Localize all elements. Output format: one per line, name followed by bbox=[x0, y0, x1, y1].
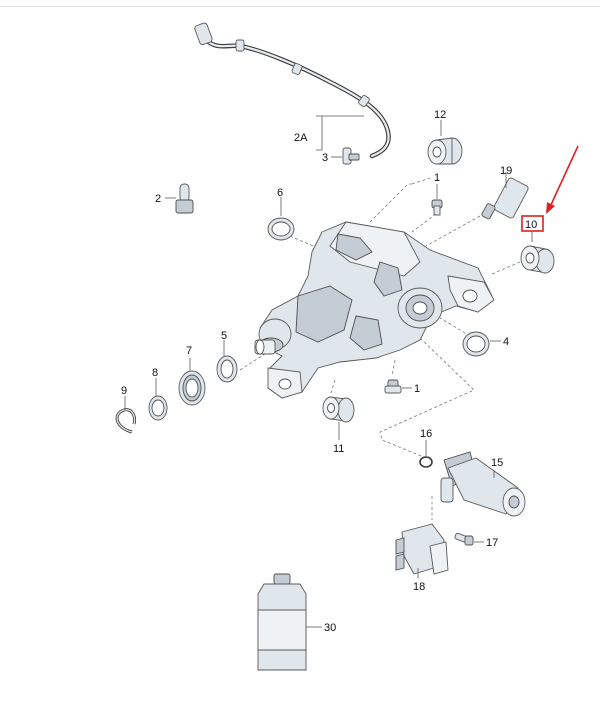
callout-1-upper: 1 bbox=[434, 172, 440, 184]
callout-6: 6 bbox=[277, 187, 283, 199]
callout-4: 4 bbox=[503, 336, 509, 348]
part-10-callout-highlight: 10 bbox=[521, 145, 579, 242]
callout-30: 30 bbox=[324, 622, 336, 634]
callout-12: 12 bbox=[434, 109, 446, 121]
part-10-bushing bbox=[520, 245, 555, 274]
callout-17: 17 bbox=[486, 537, 498, 549]
part-2-vent-valve: 2 bbox=[155, 183, 194, 214]
callout-16: 16 bbox=[420, 428, 432, 440]
part-1-screw-lower: 1 bbox=[384, 379, 420, 395]
part-16-o-ring: 16 bbox=[419, 428, 433, 468]
callout-10: 10 bbox=[525, 219, 537, 231]
part-6-seal-ring: 6 bbox=[267, 187, 295, 241]
part-8-washer: 8 bbox=[148, 367, 168, 421]
callout-9: 9 bbox=[121, 385, 127, 397]
part-7-shaft-seal: 7 bbox=[178, 345, 206, 406]
part-5-seal-ring: 5 bbox=[216, 330, 238, 383]
differential-housing bbox=[254, 221, 495, 399]
callout-11: 11 bbox=[333, 443, 344, 455]
callout-19: 19 bbox=[500, 165, 512, 177]
part-30-gear-oil-bottle: 30 bbox=[257, 573, 336, 671]
part-1-screw-upper: 1 bbox=[431, 172, 443, 216]
part-19-sensor: 19 bbox=[481, 165, 529, 220]
part-9-circlip: 9 bbox=[115, 385, 136, 434]
callout-2a: 2A bbox=[294, 132, 308, 144]
group-2a-bracket: 2A bbox=[294, 115, 364, 151]
top-divider bbox=[0, 0, 600, 7]
red-arrow-head-icon bbox=[546, 202, 555, 214]
part-11-bushing: 11 bbox=[322, 396, 355, 455]
callout-15: 15 bbox=[491, 457, 503, 469]
red-arrow-icon bbox=[549, 145, 579, 208]
callout-3: 3 bbox=[322, 152, 328, 164]
callout-8: 8 bbox=[152, 367, 158, 379]
part-3-banjo-fitting: 3 bbox=[322, 147, 360, 165]
callout-1-lower: 1 bbox=[414, 383, 420, 395]
callout-2: 2 bbox=[155, 193, 161, 205]
part-4-seal-ring: 4 bbox=[462, 331, 509, 357]
part-12-mounting-bushing: 12 bbox=[427, 109, 463, 165]
part-18-connector-bracket: 18 bbox=[395, 523, 449, 593]
highlight-box bbox=[521, 215, 544, 232]
breather-hose bbox=[194, 22, 391, 159]
callout-18: 18 bbox=[413, 581, 425, 593]
callout-5: 5 bbox=[221, 330, 227, 342]
part-17-screw: 17 bbox=[454, 532, 498, 549]
callout-7: 7 bbox=[186, 345, 192, 357]
assembly-dashed-guides bbox=[239, 177, 521, 520]
part-15-actuator-motor: 15 bbox=[440, 451, 526, 517]
